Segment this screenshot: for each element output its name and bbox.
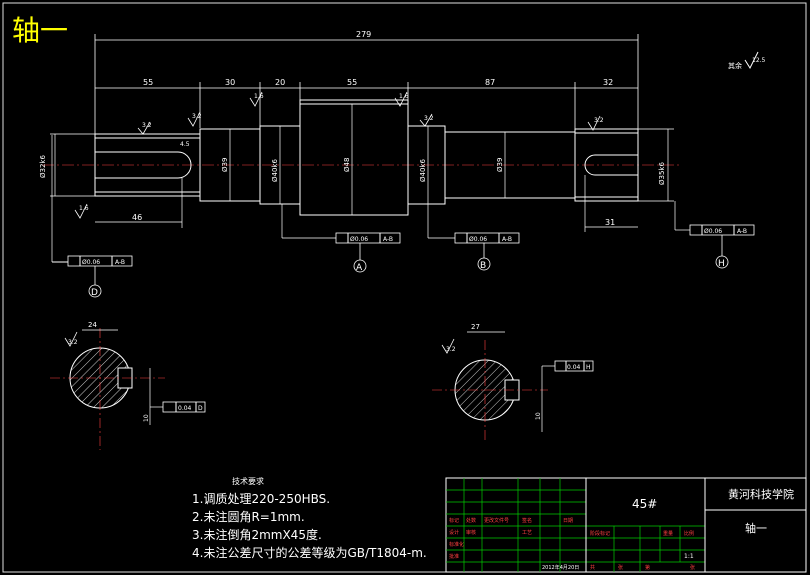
sec2-depth: 10 [535,412,542,420]
tb-approve: 批准 [449,553,459,560]
tb-sheet-1: 张 [618,564,623,571]
section-view-2 [432,331,594,440]
dim-seg-4: 55 [347,78,357,87]
tb-scale: 1:1 [684,553,694,560]
sec2-width: 27 [471,323,480,331]
key-dims [95,175,638,232]
notes-heading: 技术要求 [232,476,264,486]
rough-1: 3.2 [142,122,152,129]
tb-process: 工艺 [522,530,532,536]
rough-2: 3.2 [192,113,202,120]
sec1-width: 24 [88,321,97,329]
dim-total-value: 279 [356,30,371,39]
title-block [445,477,807,573]
tb-sheet-0: 共 [590,564,595,571]
datum-d-label: D [91,288,98,298]
roughness-marks [74,91,601,219]
tb-sheet-3: 张 [690,564,695,571]
roughness-symbol-main [744,51,759,70]
sec1-depth: 10 [143,414,150,422]
dim-seg-6: 32 [603,78,613,87]
tol-frame-2: Ø0.06 A-B [281,204,401,244]
datum-h-label: H [718,259,725,269]
svg-text:Ø0.06: Ø0.06 [469,236,487,243]
sec1-rough: 3.2 [68,339,78,346]
dim-seg-1: 55 [143,78,153,87]
keyway-right [584,154,638,176]
tb-row-3: 签名 [522,517,532,524]
tb-sheet-2: 第 [645,564,650,571]
note-2: 2.未注圆角R=1mm. [192,509,305,524]
svg-text:Ø0.06: Ø0.06 [704,228,722,235]
svg-text:A-B: A-B [502,236,512,243]
tb-row-2: 更改文件号 [484,517,509,524]
rough-4: 1.6 [399,93,409,100]
key-left-length: 46 [132,213,142,222]
note-1: 1.调质处理220-250HBS. [192,492,330,506]
dia-5: Ø40k6 [419,159,427,182]
dia-1: Ø32k6 [39,155,47,178]
sec2-tol-value: 0.04 [567,364,581,371]
surface-finish-label: 其余 [728,61,742,70]
svg-text:Ø0.06: Ø0.06 [350,236,368,243]
dia-4: Ø48 [343,158,351,172]
tb-weight: 重量 [663,530,673,537]
roughness-main-value: 12.5 [752,57,766,64]
tb-check: 审核 [466,529,476,536]
shaft-outline [94,99,639,216]
rough-5: 3.2 [424,115,434,122]
sec1-tol-value: 0.04 [178,405,192,412]
dim-seg-5: 87 [485,78,495,87]
diameter-dims [50,104,674,215]
dim-segments [95,82,638,140]
datum-b-label: B [480,261,486,271]
svg-text:A-B: A-B [737,228,747,235]
dim-seg-2: 30 [225,78,235,87]
dim-seg-3: 20 [275,78,285,87]
tb-material: 45# [632,497,657,511]
tb-row-1: 处数 [466,517,476,524]
dia-2: Ø39 [221,158,229,172]
sec2-rough: 3.2 [446,346,456,353]
tb-row-4: 日期 [563,518,573,524]
rough-7: 1.6 [79,205,89,212]
tol-frame-1: Ø0.06 A-B [51,135,133,267]
rough-6: 3.2 [594,117,604,124]
tb-scale-label: 比例 [684,530,694,537]
dia-6: Ø39 [496,158,504,172]
datum-a-label: A [356,263,363,273]
section-view-1 [50,328,206,450]
chamfer-label: 4.5 [180,141,190,148]
svg-text:A-B: A-B [115,259,125,266]
tb-designer: 设计 [449,529,459,536]
drawing-title: 轴一 [12,14,68,47]
key-right-length: 31 [605,218,615,227]
svg-text:Ø0.06: Ø0.06 [82,259,100,266]
tb-row-0: 标记 [449,517,459,524]
dia-7: Ø35k6 [658,162,666,185]
sec1-tol-ref: D [198,405,203,412]
dim-total [94,34,639,140]
note-4: 4.未注公差尺寸的公差等级为GB/T1804-m. [192,545,427,560]
tb-stage: 阶段标记 [590,530,610,537]
note-3: 3.未注倒角2mmX45度. [192,527,322,542]
tb-school: 黄河科技学院 [728,487,794,501]
tol-frame-3: Ø0.06 A-B [427,204,520,244]
svg-text:A-B: A-B [383,236,393,243]
rough-3: 1.6 [254,93,264,100]
keyway-left [95,151,192,179]
sec2-tol-ref: H [586,364,591,371]
tb-standard: 标准化 [449,541,464,548]
datum-symbols [88,235,729,298]
tb-date: 2012年4月20日 [542,564,579,571]
tol-frame-4: Ø0.06 A-B [674,201,755,236]
tb-part-name: 轴一 [745,521,767,535]
dia-3: Ø40k6 [271,159,279,182]
